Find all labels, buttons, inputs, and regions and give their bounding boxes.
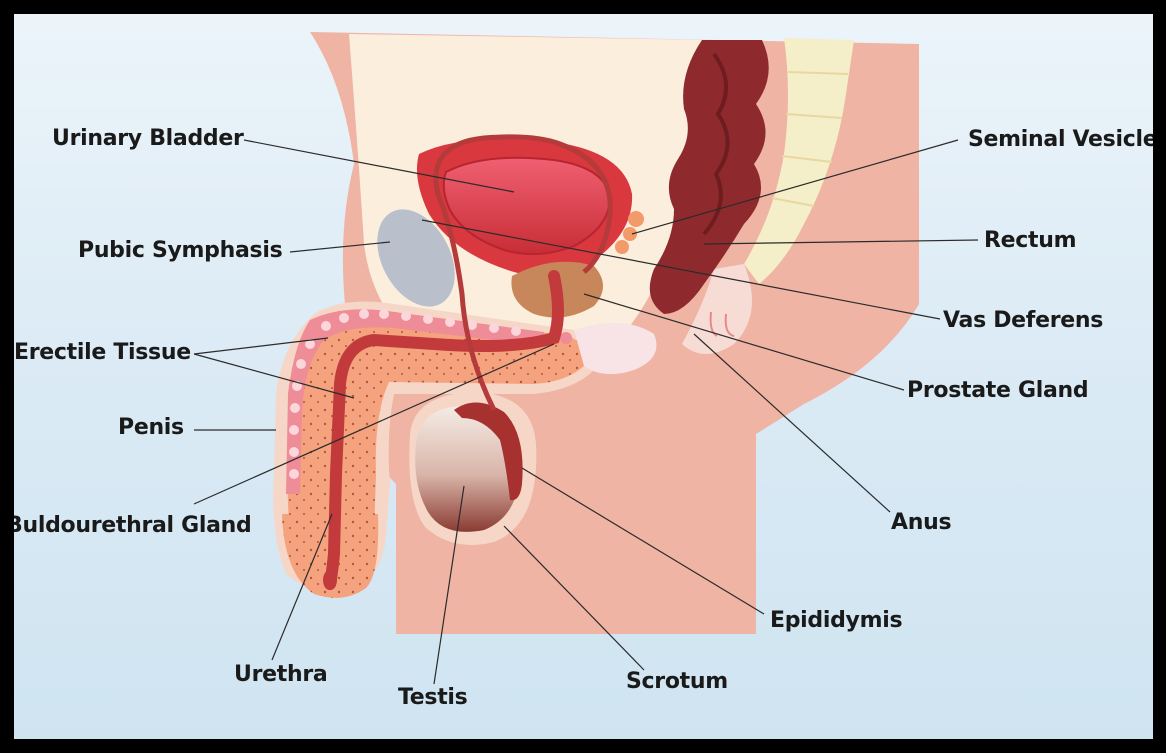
epididymis-organ: [454, 402, 523, 501]
rectum-organ: [649, 40, 769, 314]
testis-organ: [415, 406, 521, 532]
erectile-ridges: [289, 309, 521, 479]
label-testis: Testis: [398, 685, 468, 710]
spine: [744, 38, 854, 284]
label-pubic-symphasis: Pubic Symphasis: [78, 238, 283, 263]
corpus-outer: [286, 309, 544, 494]
bulbourethral-gland-organ: [560, 332, 572, 344]
vertebrae: [771, 71, 849, 207]
label-prostate-gland: Prostate Gland: [907, 378, 1089, 403]
urethra-tube: [324, 270, 564, 590]
label-vas-deferens: Vas Deferens: [943, 308, 1104, 333]
bladder-lumen: [442, 156, 612, 256]
label-epididymis: Epididymis: [770, 608, 903, 633]
label-anus: Anus: [891, 510, 952, 535]
seminal-vesicle-organ: [615, 211, 644, 254]
diagram-canvas: Urinary Bladder Pubic Symphasis Erectile…: [14, 14, 1153, 739]
label-scrotum: Scrotum: [626, 669, 728, 694]
label-penis: Penis: [118, 415, 184, 440]
label-urinary-bladder: Urinary Bladder: [52, 126, 244, 151]
anatomy-illustration: [193, 32, 979, 685]
label-seminal-vesicle: Seminal Vesicle: [968, 127, 1153, 152]
vas-deferens-tube: [433, 134, 613, 412]
pubic-symphasis-bone: [377, 209, 455, 307]
perineum: [682, 264, 752, 354]
bulb-area: [574, 322, 657, 375]
label-rectum: Rectum: [984, 228, 1077, 253]
label-buldourethral-gland: Buldourethral Gland: [14, 513, 252, 538]
label-erectile-tissue: Erectile Tissue: [14, 340, 191, 365]
label-urethra: Urethra: [234, 662, 328, 687]
leader-lines: [193, 139, 979, 685]
